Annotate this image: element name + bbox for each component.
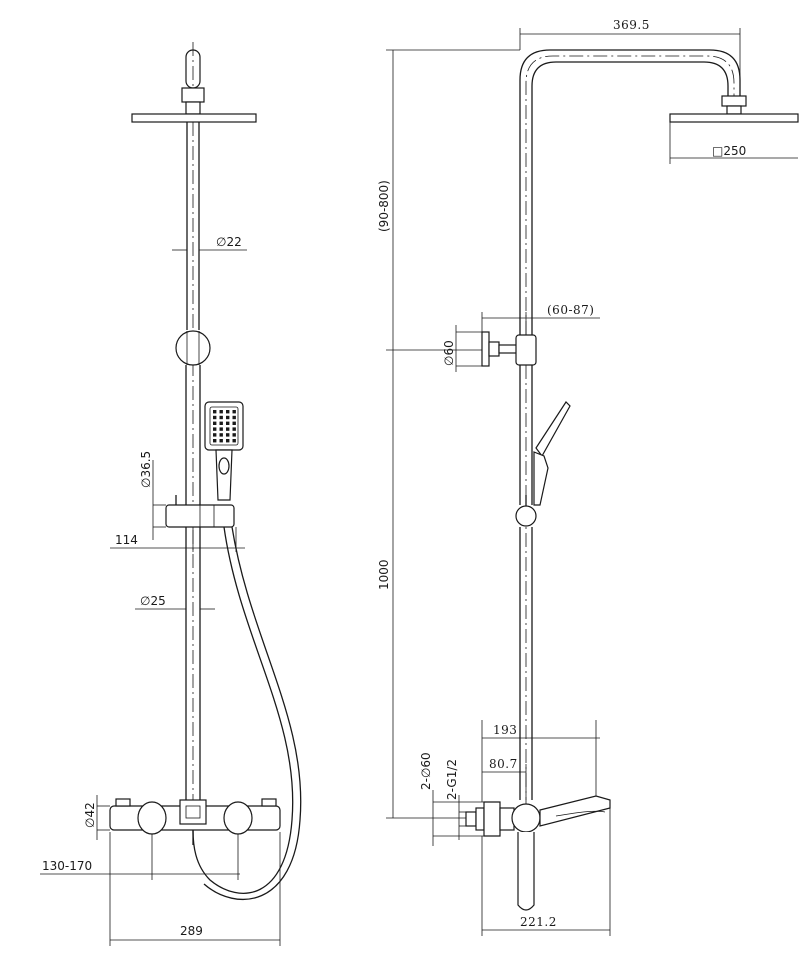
side-shower-head	[669, 95, 799, 123]
dim-flange-label: 2-∅60	[419, 752, 433, 790]
nozzle-dot	[219, 421, 223, 425]
nozzle-dot	[232, 421, 236, 425]
nozzle-dot	[226, 439, 230, 443]
nozzle-dot	[226, 427, 230, 431]
side-dim-spout-reach: 193	[481, 720, 600, 802]
side-hand-shower	[515, 401, 571, 527]
dim-thread-label: 2-G1/2	[445, 759, 459, 800]
dim-inlet-spacing-label: 130-170	[42, 859, 92, 873]
front-dim-slider: ∅36.5	[139, 451, 166, 540]
nozzle-dot	[219, 410, 223, 414]
side-dim-main-height: 1000	[377, 350, 466, 819]
dim-head-size-label: □250	[712, 144, 746, 158]
side-view: 369.5 □250 (60-87) ∅60	[377, 18, 799, 936]
nozzle-dot	[213, 410, 217, 414]
front-dim-pipe-lower: ∅25	[135, 594, 215, 610]
nozzle-dot	[226, 410, 230, 414]
nozzle-dot	[226, 433, 230, 437]
front-wall-bracket	[175, 330, 211, 366]
dim-upper-adjust-label: (90-800)	[377, 180, 391, 232]
side-dim-flange: 2-∅60	[419, 752, 484, 846]
nozzle-dot	[219, 439, 223, 443]
dim-main-height-label: 1000	[377, 559, 391, 590]
nozzle-dot	[219, 433, 223, 437]
dim-slider-label: ∅36.5	[139, 451, 153, 488]
side-dim-arm-reach: 369.5	[519, 18, 741, 96]
nozzle-dot	[232, 439, 236, 443]
dim-bracket-label: ∅60	[442, 340, 456, 366]
front-hose	[192, 526, 294, 894]
nozzle-dot	[213, 415, 217, 420]
front-view: ∅22	[40, 42, 302, 946]
side-dim-bracket: ∅60	[442, 325, 482, 372]
front-dim-inlet-spacing: 130-170	[40, 834, 240, 880]
nozzle-dot	[232, 410, 236, 414]
side-wall-bracket	[481, 331, 537, 367]
dim-valve-width-label: 289	[180, 924, 203, 938]
nozzle-dot	[213, 433, 217, 437]
dim-pipe-upper-label: ∅22	[216, 235, 242, 249]
nozzle-dot	[232, 415, 236, 420]
front-dim-valve-width: 289	[109, 832, 281, 946]
side-dim-head-size: □250	[669, 122, 798, 164]
front-mixer-valve	[109, 798, 281, 845]
side-mixer-valve	[465, 795, 611, 911]
side-riser-arm	[519, 49, 741, 335]
front-dim-valve-knob: ∅42	[83, 795, 110, 840]
front-lower-pipe	[185, 365, 201, 800]
nozzle-dot	[213, 439, 217, 443]
nozzle-dot	[213, 427, 217, 431]
front-upper-pipe	[186, 122, 200, 830]
side-dim-upper-adjust: (90-800)	[377, 49, 520, 351]
side-dim-wall-offset: (60-87)	[481, 303, 600, 335]
dim-total-depth-label: 221.2	[520, 915, 557, 929]
dim-pipe-lower-label: ∅25	[140, 594, 166, 608]
nozzle-dot	[219, 427, 223, 431]
dim-wall-offset-label: (60-87)	[547, 303, 594, 317]
dim-arm-reach-label: 369.5	[613, 18, 650, 32]
nozzle-dot	[232, 433, 236, 437]
nozzle-dot	[232, 427, 236, 431]
side-dim-valve-depth: 80.7	[482, 757, 527, 804]
side-lower-riser	[519, 365, 533, 800]
front-dim-slider-offset: 114	[110, 527, 245, 552]
front-top-connector	[181, 42, 205, 115]
side-dim-thread: 2-G1/2	[445, 759, 466, 840]
dim-valve-knob-label: ∅42	[83, 802, 97, 828]
front-shower-head	[131, 113, 257, 123]
nozzle-dot	[226, 421, 230, 425]
front-slider	[165, 495, 235, 528]
front-hand-shower	[204, 401, 244, 501]
nozzle-dot	[226, 415, 230, 420]
side-dim-total-depth: 221.2	[481, 808, 611, 936]
nozzle-dot	[213, 421, 217, 425]
dim-slider-offset-label: 114	[115, 533, 138, 547]
dim-spout-reach-label: 193	[493, 723, 517, 737]
front-dim-pipe-upper: ∅22	[172, 235, 247, 251]
nozzle-dot	[219, 415, 223, 420]
dim-valve-depth-label: 80.7	[489, 757, 518, 771]
